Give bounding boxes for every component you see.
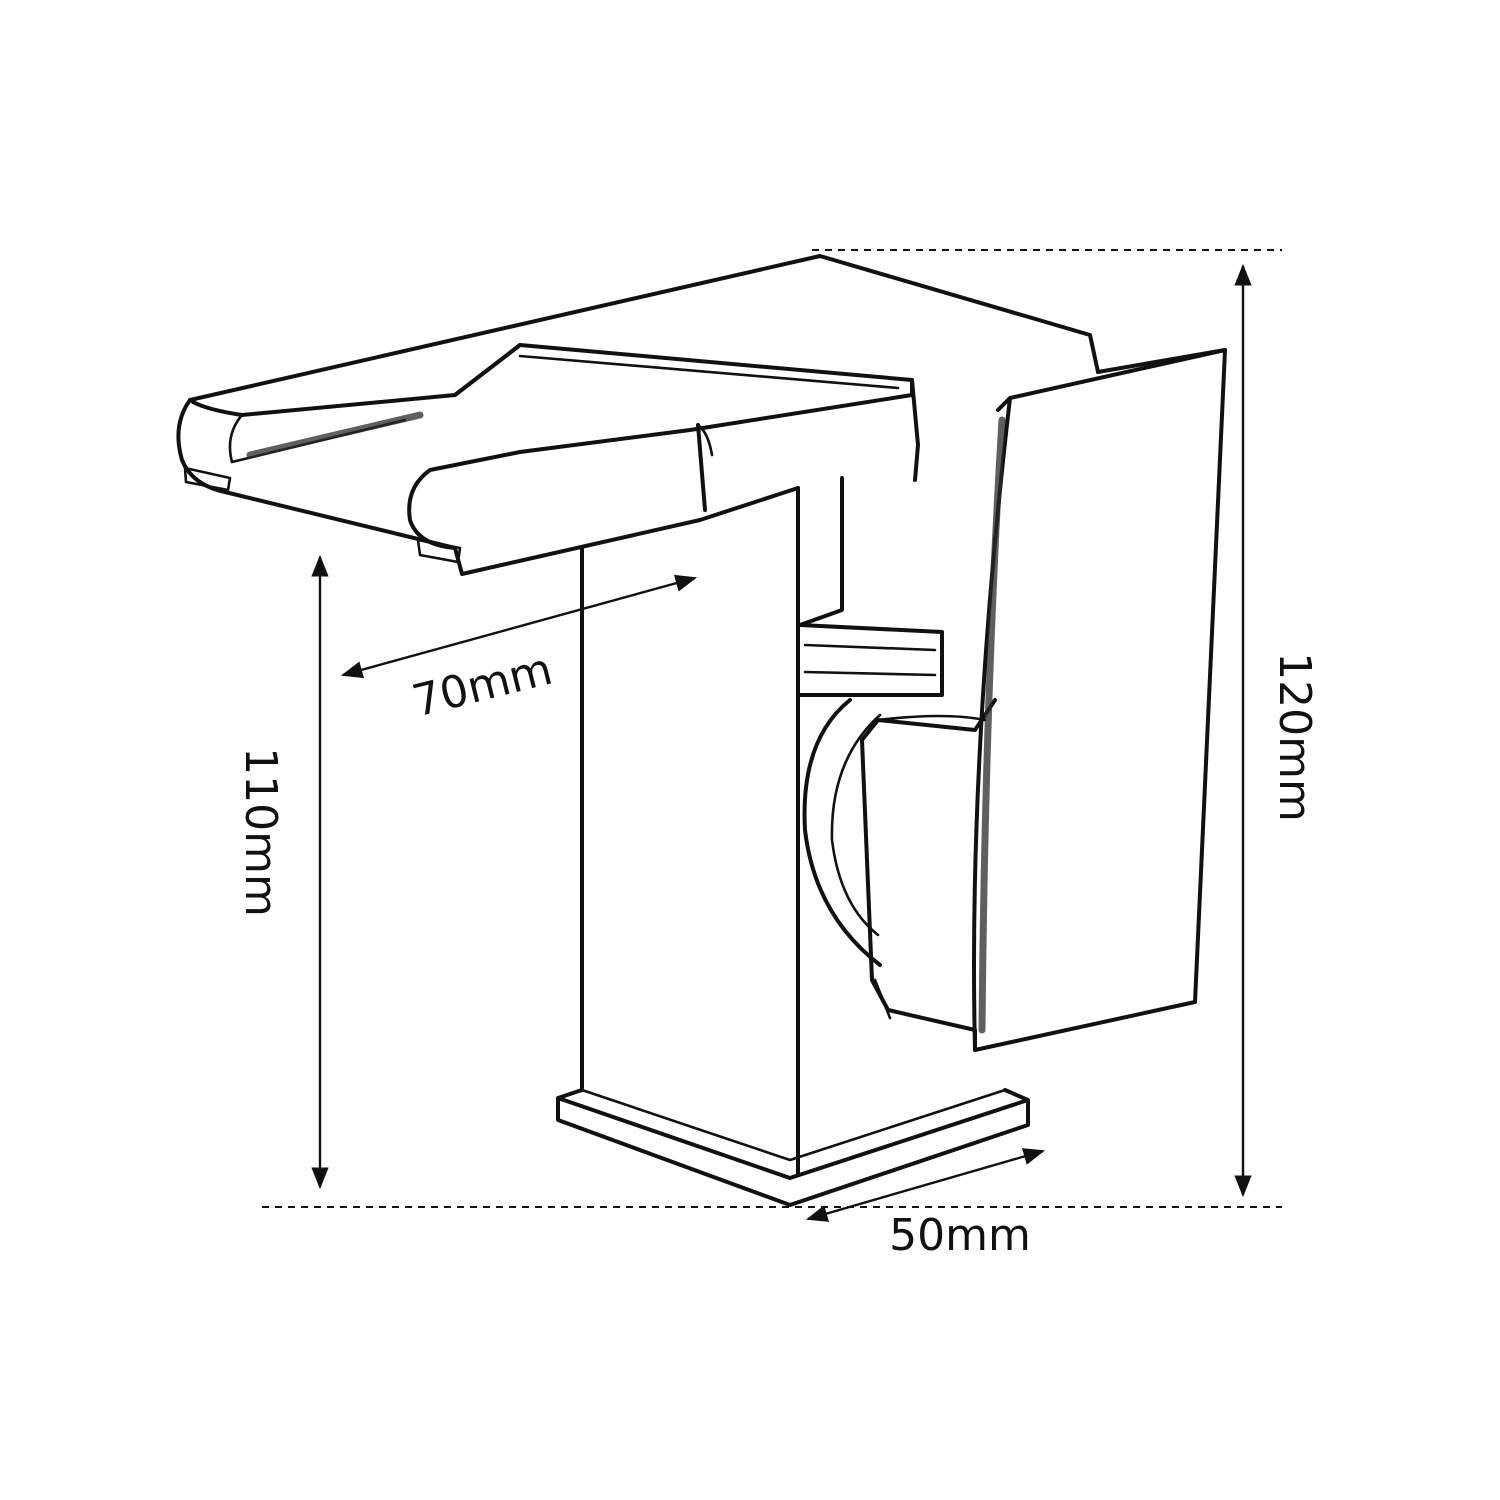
base-width-arrow <box>805 1148 1046 1222</box>
valve-curve <box>802 698 882 967</box>
spout-depth-arrow <box>340 574 698 679</box>
spout-left-slot <box>246 411 424 459</box>
spout-right-prong <box>407 450 522 550</box>
valve-curve-inner <box>830 713 882 937</box>
spout-left-prong <box>191 343 522 417</box>
spout-top-surface <box>188 254 1100 402</box>
valve-housing-inner <box>803 643 937 677</box>
waterfall-opening-inner <box>518 354 900 390</box>
spout-left-prong-inner <box>228 413 407 464</box>
base-top-edge <box>580 1088 1007 1162</box>
handle-base-inner <box>873 714 987 1020</box>
faucet-base <box>556 1088 1030 1207</box>
valve-housing <box>798 623 944 697</box>
spout-depth-label: 70mm <box>407 644 557 728</box>
spout-underside <box>223 486 800 576</box>
faucet-outline <box>176 254 1227 1207</box>
waterfall-opening <box>453 343 914 454</box>
spout-left-tip <box>183 466 232 492</box>
spout-side-face <box>696 378 920 512</box>
spout-height-label: 110mm <box>235 747 286 917</box>
faucet-body <box>580 486 800 1177</box>
body-inner-post <box>798 476 844 627</box>
base-width-label: 50mm <box>889 1210 1031 1261</box>
handle-lever <box>972 348 1227 1052</box>
handle-base <box>860 698 997 1052</box>
spout-side-seam <box>696 423 714 457</box>
total-height-label: 120mm <box>1269 652 1320 822</box>
handle-top-cap <box>996 348 1227 412</box>
handle-shadow <box>978 416 1006 1034</box>
